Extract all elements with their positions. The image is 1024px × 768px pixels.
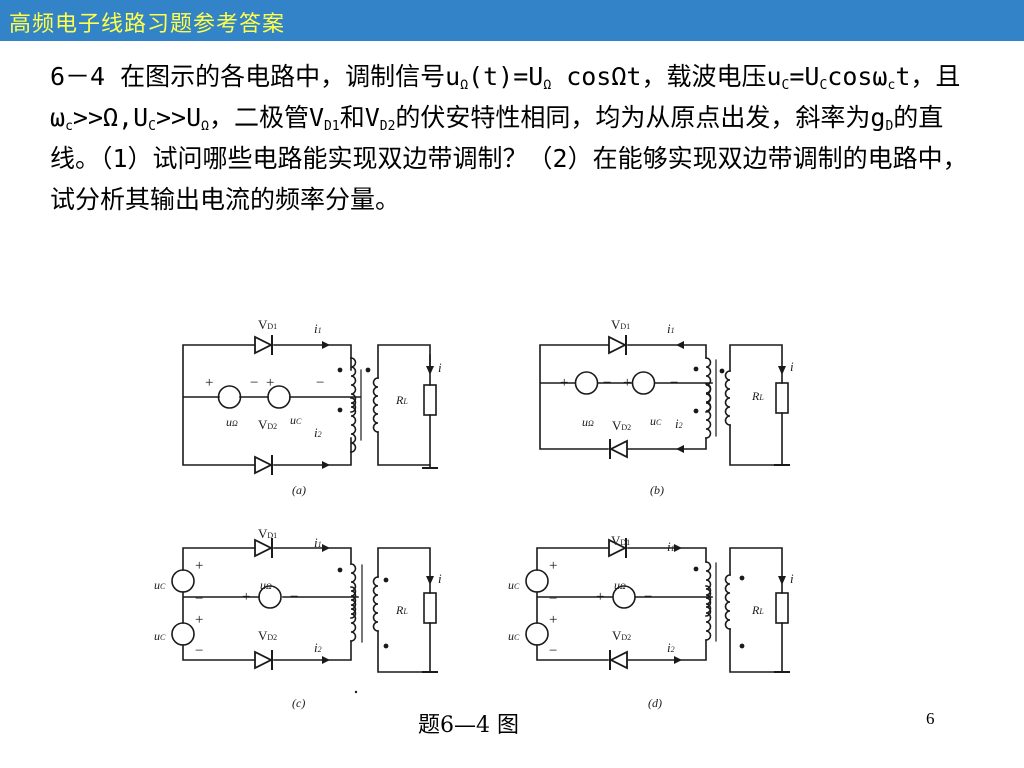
problem-text: >>U <box>155 103 202 132</box>
label-u-c: uC <box>508 578 520 592</box>
label-plus: + <box>242 589 250 605</box>
subscript: Ω <box>460 78 469 93</box>
problem-text: cosΩt，载波电压u <box>551 62 782 91</box>
slide-title: 高频电子线路习题参考答案 <box>9 12 286 37</box>
label-minus: − <box>316 375 324 391</box>
label-plus: + <box>560 375 568 391</box>
problem-text: ，二极管V <box>208 103 325 132</box>
subscript: c <box>887 78 896 93</box>
problem-text: (t)=U <box>468 62 544 91</box>
page-number: 6 <box>926 709 935 728</box>
circuit-a <box>182 335 438 475</box>
label-plus: + <box>623 375 631 391</box>
label-i: i <box>438 571 442 586</box>
label-vd1: VD1 <box>611 533 630 548</box>
label-rl: RL <box>395 393 408 407</box>
label-u-omega: uΩ <box>582 415 594 429</box>
label-u-c: uC <box>650 414 662 428</box>
label-vd1: VD1 <box>258 317 277 332</box>
current-arrows <box>322 341 786 664</box>
label-u-c: uC <box>508 629 520 643</box>
panel-label-c: (c) <box>292 696 305 710</box>
label-plus: + <box>195 558 203 574</box>
label-minus: − <box>290 589 298 605</box>
subscript: C <box>781 78 790 93</box>
label-vd2: VD2 <box>612 418 631 433</box>
label-vd2: VD2 <box>612 628 631 643</box>
label-plus: + <box>205 375 213 391</box>
subscript: c <box>65 119 73 134</box>
subscript: D1 <box>324 119 340 134</box>
label-plus: + <box>549 558 557 574</box>
figure-caption: 题6—4 图 <box>418 713 519 738</box>
subscript: C <box>148 119 156 134</box>
label-vd2: VD2 <box>258 417 277 432</box>
label-vd1: VD1 <box>611 317 630 332</box>
label-i1: i1 <box>667 321 675 336</box>
label-i1: i1 <box>314 535 322 550</box>
panel-label-d: (d) <box>648 696 662 710</box>
subscript: Ω <box>543 78 552 93</box>
label-minus: − <box>549 591 557 607</box>
problem-statement: 6－4 在图示的各电路中，调制信号uΩ(t)=UΩ cosΩt，载波电压uC=U… <box>50 56 970 220</box>
label-i1: i1 <box>667 539 675 554</box>
label-minus: − <box>603 375 611 391</box>
subscript: D2 <box>379 119 396 134</box>
label-u-omega: uΩ <box>614 578 626 592</box>
circuit-b <box>539 335 790 466</box>
label-rl: RL <box>751 389 764 403</box>
label-u-omega: uΩ <box>226 415 238 429</box>
subscript: C <box>819 78 828 93</box>
label-i2: i2 <box>667 640 675 655</box>
problem-text: 在图示的各电路中，调制信号u <box>105 62 461 91</box>
label-rl: RL <box>395 603 408 617</box>
label-plus: + <box>195 612 203 628</box>
problem-text: 和V <box>339 103 380 132</box>
label-minus: − <box>195 591 203 607</box>
label-minus: − <box>644 589 652 605</box>
subscript: D <box>885 119 894 134</box>
problem-text: t，且ω <box>50 62 961 132</box>
label-plus: + <box>549 612 557 628</box>
label-u-omega: uΩ <box>260 578 272 592</box>
title-bar: 高频电子线路习题参考答案 <box>0 0 1024 41</box>
label-vd1: VD1 <box>258 526 277 541</box>
label-i2: i2 <box>675 416 683 431</box>
problem-text: cosω <box>827 62 888 91</box>
circuit-c <box>171 538 438 673</box>
label-i1: i1 <box>314 321 322 336</box>
problem-text: 的直线。（1）试问哪些电路能实现双边带调制？（2）在能够实现双边带调制的电路中，… <box>50 103 968 214</box>
panel-label-a: (a) <box>292 483 306 497</box>
label-i: i <box>790 571 794 586</box>
label-vd2: VD2 <box>258 628 277 643</box>
label-u-c: uC <box>154 578 166 592</box>
label-rl: RL <box>751 603 764 617</box>
problem-text: =U <box>789 62 820 91</box>
subscript: Ω <box>201 119 209 134</box>
label-minus: − <box>250 375 258 391</box>
label-i: i <box>438 360 442 375</box>
label-i: i <box>790 359 794 374</box>
circuit-d <box>525 538 790 673</box>
problem-text: >>Ω,U <box>72 103 149 132</box>
label-i2: i2 <box>314 425 322 440</box>
label-minus: − <box>195 643 203 659</box>
polarity-dots <box>337 366 745 694</box>
problem-number: 6－4 <box>50 62 106 91</box>
label-minus: − <box>670 375 678 391</box>
label-i2: i2 <box>314 640 322 655</box>
label-minus: − <box>549 643 557 659</box>
problem-text: 的伏安特性相同，均为从原点出发，斜率为g <box>395 103 886 132</box>
label-u-c: uC <box>290 413 302 427</box>
label-u-c: uC <box>154 629 166 643</box>
panel-label-b: (b) <box>650 483 664 497</box>
label-plus: + <box>266 375 274 391</box>
label-plus: + <box>596 589 604 605</box>
